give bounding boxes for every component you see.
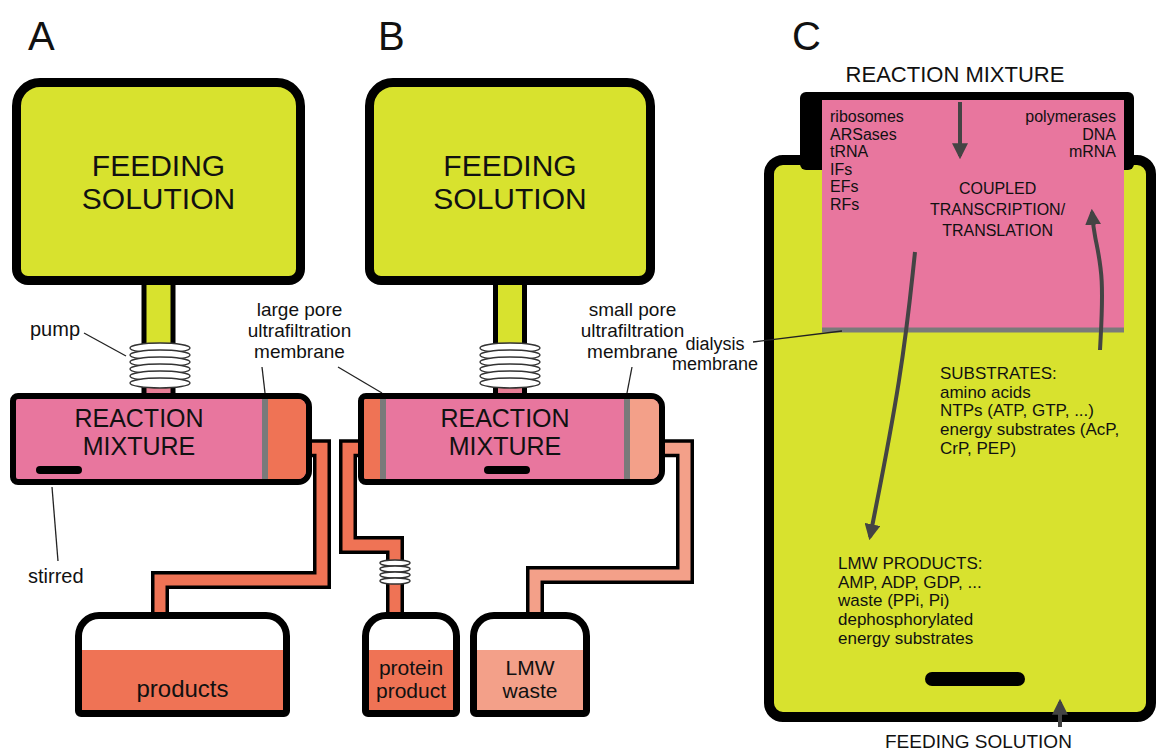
node-text: dephosphorylated energy substrates — [838, 611, 1028, 648]
node-text: FEEDING SOLUTION — [82, 149, 235, 215]
pump-coil — [480, 378, 540, 388]
node-text: energy substrates (AcP, CrP, PEP) — [940, 421, 1122, 458]
pointer-arrow — [1058, 702, 1062, 727]
membrane — [624, 399, 630, 479]
reactor-chamber: REACTION MIXTURE — [358, 393, 665, 485]
reaction-compartment: ribosomesARSasestRNAIFsEFsRFs polymerases… — [822, 100, 1124, 330]
node-text: FEEDING SOLUTION — [885, 732, 1072, 751]
dialysis-vessel: SUBSTRATES:amino acidsNTPs (ATP, GTP, ..… — [764, 155, 1156, 722]
part-label: small pore ultrafiltration membrane — [565, 300, 700, 363]
node-text: ribosomes — [830, 108, 904, 126]
leader-line — [262, 367, 265, 393]
node-text: REACTION MIXTURE — [74, 405, 203, 460]
panel-letter: C — [792, 14, 821, 58]
node-text: LMW PRODUCTS: — [838, 555, 1028, 574]
stir-bar — [36, 466, 82, 474]
node-text: RFs — [830, 196, 904, 214]
pump-coil — [380, 560, 410, 566]
pump-coil — [130, 378, 190, 388]
product-bottle: products — [75, 612, 290, 717]
node-text: LMW waste — [503, 656, 558, 702]
part-label: large pore ultrafiltration membrane — [232, 300, 367, 363]
node-text: SUBSTRATES: — [940, 365, 1122, 384]
text-group: polymerasesDNAmRNA — [1025, 108, 1116, 161]
node-text: AMP, ADP, GDP, ... — [838, 574, 1028, 593]
pump-coil — [380, 566, 410, 572]
text-group: LMW PRODUCTS:AMP, ADP, GDP, ...waste (PP… — [838, 555, 1028, 648]
leader-line — [627, 367, 632, 393]
node-text: tRNA — [830, 143, 904, 161]
node-text: mRNA — [1025, 143, 1116, 161]
product-bottle: protein product — [362, 612, 460, 717]
part-label: stirred — [28, 565, 84, 587]
membrane — [262, 399, 268, 479]
leader-line — [753, 331, 842, 342]
text-group: SUBSTRATES:amino acidsNTPs (ATP, GTP, ..… — [940, 365, 1122, 458]
part-label: dialysis membrane — [672, 335, 758, 375]
reaction-chamber — [822, 100, 1124, 330]
part-label: pump — [30, 318, 80, 340]
panel-letter: A — [28, 14, 55, 58]
node-text: EFs — [830, 178, 904, 196]
node-text: REACTION MIXTURE — [810, 62, 1100, 87]
pump-coil — [380, 572, 410, 578]
arrow-path — [870, 252, 915, 537]
node-text: waste (PPi, Pi) — [838, 592, 1028, 611]
dialysis-membrane-line — [822, 328, 1124, 333]
node-text: products — [136, 676, 228, 702]
membrane — [380, 399, 386, 479]
node-text: polymerases — [1025, 108, 1116, 126]
filtrate-zone — [364, 399, 380, 479]
pump-coil — [380, 578, 410, 584]
pointer-arrow — [958, 102, 962, 156]
leader-line — [52, 487, 58, 561]
filtrate-zone — [630, 399, 659, 479]
leader-line — [84, 333, 126, 356]
node-text: IFs — [830, 161, 904, 179]
leader-line — [338, 367, 382, 393]
node-text: COUPLED TRANSCRIPTION/ TRANSLATION — [930, 178, 1065, 241]
panel-letter: B — [378, 14, 405, 58]
node-text: NTPs (ATP, GTP, ...) — [940, 402, 1122, 421]
flow-arrow — [1092, 212, 1102, 350]
flow-arrow — [870, 252, 915, 537]
node-text: DNA — [1025, 126, 1116, 144]
stir-bar — [925, 672, 1025, 686]
text-group: ribosomesARSasestRNAIFsEFsRFs — [830, 108, 904, 214]
node-text: REACTION MIXTURE — [440, 405, 569, 460]
stir-bar — [484, 466, 530, 474]
node-text: FEEDING SOLUTION — [433, 149, 586, 215]
node-text: ARSases — [830, 126, 904, 144]
arrow-path — [1092, 212, 1102, 350]
waste-bottle: LMW waste — [470, 612, 590, 717]
reactor-chamber: REACTION MIXTURE — [10, 393, 312, 485]
feed-tank: FEEDING SOLUTION — [12, 78, 305, 285]
node-text: protein product — [376, 656, 446, 702]
node-text: amino acids — [940, 384, 1122, 403]
filtrate-zone — [268, 399, 306, 479]
feed-tank: FEEDING SOLUTION — [365, 78, 655, 285]
